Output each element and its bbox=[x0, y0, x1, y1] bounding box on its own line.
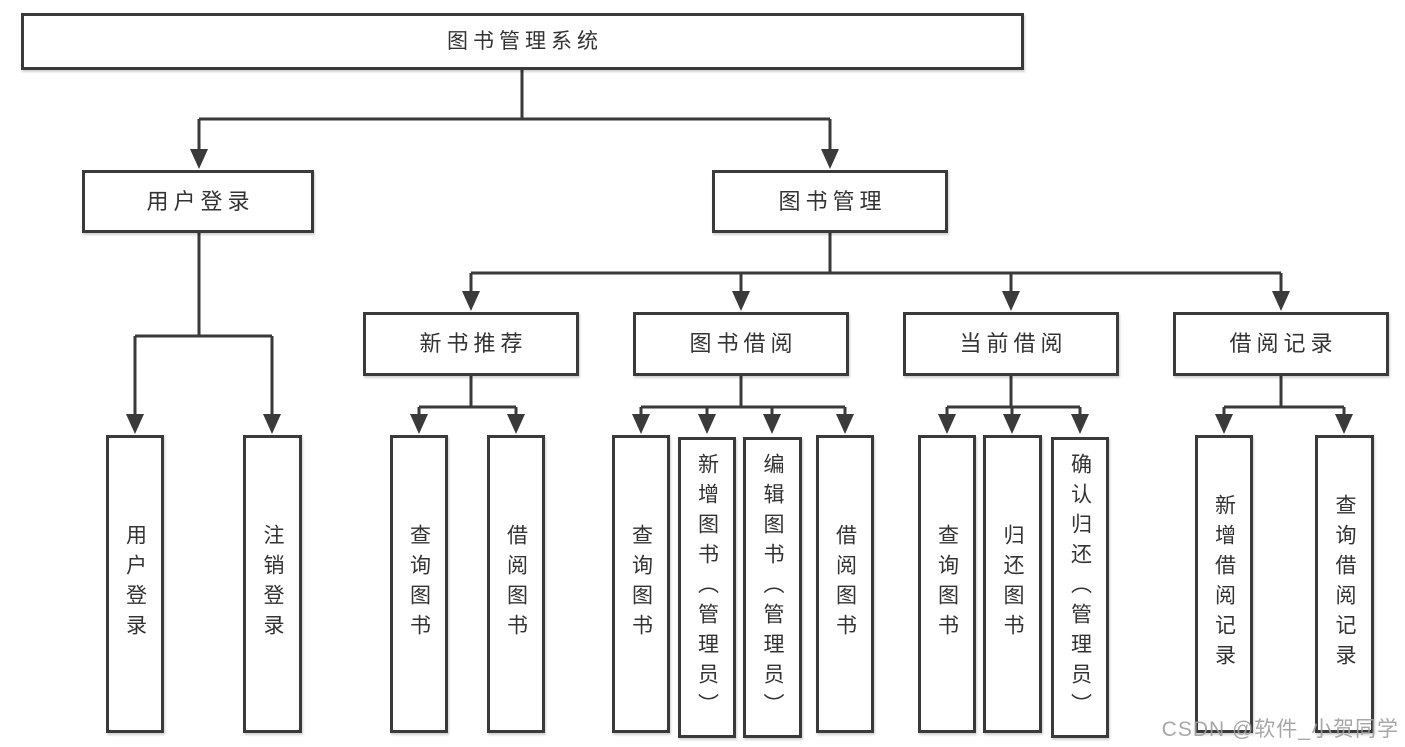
node-current-borrow-label: 当前借阅 bbox=[959, 331, 1068, 356]
node-borrow-records: 借阅记录 bbox=[1173, 312, 1389, 376]
leaf-records-add-record: 新增借阅记录 bbox=[1195, 435, 1253, 733]
leaf-logout: 注销登录 bbox=[243, 435, 302, 733]
node-current-borrow: 当前借阅 bbox=[903, 312, 1119, 376]
leaf-user-login: 用户登录 bbox=[106, 435, 164, 733]
leaf-current-confirm-return-admin: 确认归还（管理员） bbox=[1051, 437, 1109, 738]
arrowheads bbox=[126, 149, 1353, 434]
leaf-current-query-books: 查询图书 bbox=[918, 435, 976, 733]
node-new-book-recommend-label: 新书推荐 bbox=[419, 331, 528, 356]
node-new-book-recommend: 新书推荐 bbox=[363, 312, 579, 376]
node-root-label: 图书管理系统 bbox=[447, 30, 603, 53]
leaf-recommend-borrow-books: 借阅图书 bbox=[487, 435, 545, 733]
node-book-borrow: 图书借阅 bbox=[633, 312, 849, 376]
leaf-borrow-borrow-books: 借阅图书 bbox=[816, 435, 874, 733]
node-user-login-label: 用户登录 bbox=[146, 188, 255, 214]
leaf-records-query-record: 查询借阅记录 bbox=[1315, 435, 1374, 733]
leaf-recommend-query-books: 查询图书 bbox=[390, 435, 448, 733]
leaf-borrow-query-books: 查询图书 bbox=[612, 435, 670, 733]
csdn-watermark: CSDN @软件_小贺同学 bbox=[1161, 718, 1399, 741]
leaf-borrow-edit-books-admin: 编辑图书（管理员） bbox=[743, 437, 802, 738]
node-book-borrow-label: 图书借阅 bbox=[689, 331, 798, 356]
node-book-management: 图书管理 bbox=[712, 170, 948, 233]
node-root: 图书管理系统 bbox=[21, 13, 1024, 70]
leaf-current-return-books: 归还图书 bbox=[983, 435, 1042, 733]
leaf-borrow-add-books-admin: 新增图书（管理员） bbox=[678, 437, 736, 738]
node-user-login: 用户登录 bbox=[82, 170, 314, 233]
node-book-management-label: 图书管理 bbox=[778, 188, 887, 214]
node-borrow-records-label: 借阅记录 bbox=[1229, 331, 1338, 356]
